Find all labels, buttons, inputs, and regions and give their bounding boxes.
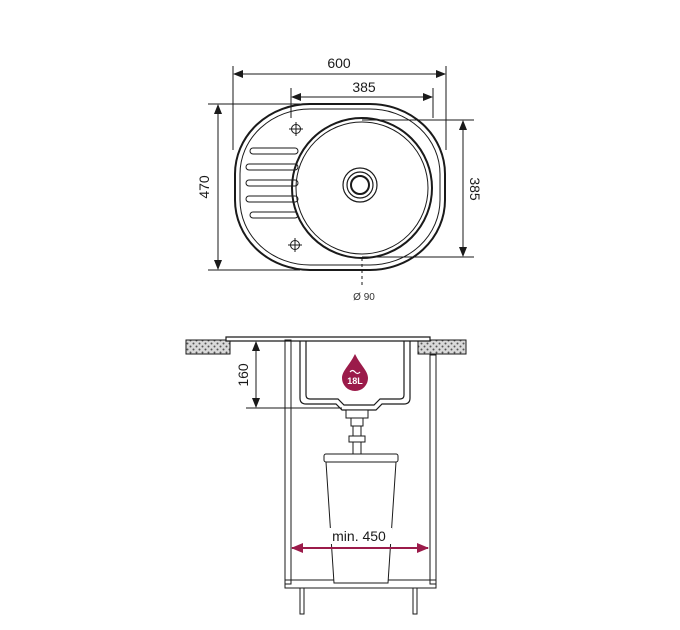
water-volume-badge: 18L	[342, 354, 368, 391]
faucet-hole-top-icon	[289, 122, 303, 136]
dim-470-label: 470	[196, 175, 212, 199]
drain-diameter-label: Ø 90	[353, 292, 375, 303]
sink-rim	[225, 336, 431, 342]
faucet-hole-bottom-icon	[288, 238, 302, 252]
dim-385-vertical-label: 385	[467, 177, 483, 201]
cabinet-legs	[299, 587, 418, 615]
extension-lines	[208, 66, 474, 285]
round-bowl	[291, 117, 433, 259]
water-volume-label: 18L	[347, 376, 363, 386]
dim-min-450-label-bg	[328, 528, 392, 544]
top-view: 600 385 470 385	[196, 55, 483, 303]
trash-bin	[323, 453, 399, 584]
dim-600-label: 600	[327, 55, 351, 71]
side-view: 160 min. 450 18L	[185, 336, 467, 615]
drain-pipe	[345, 409, 369, 455]
dim-min-450-label: min. 450	[332, 528, 386, 544]
dim-160-extension	[246, 340, 342, 409]
dim-160-label: 160	[235, 363, 251, 387]
dim-385-horizontal-label: 385	[352, 79, 376, 95]
drainboard-ribs	[245, 147, 299, 219]
sink-outline	[234, 103, 446, 271]
wave-icon	[349, 369, 361, 375]
drain-icon	[342, 167, 378, 203]
